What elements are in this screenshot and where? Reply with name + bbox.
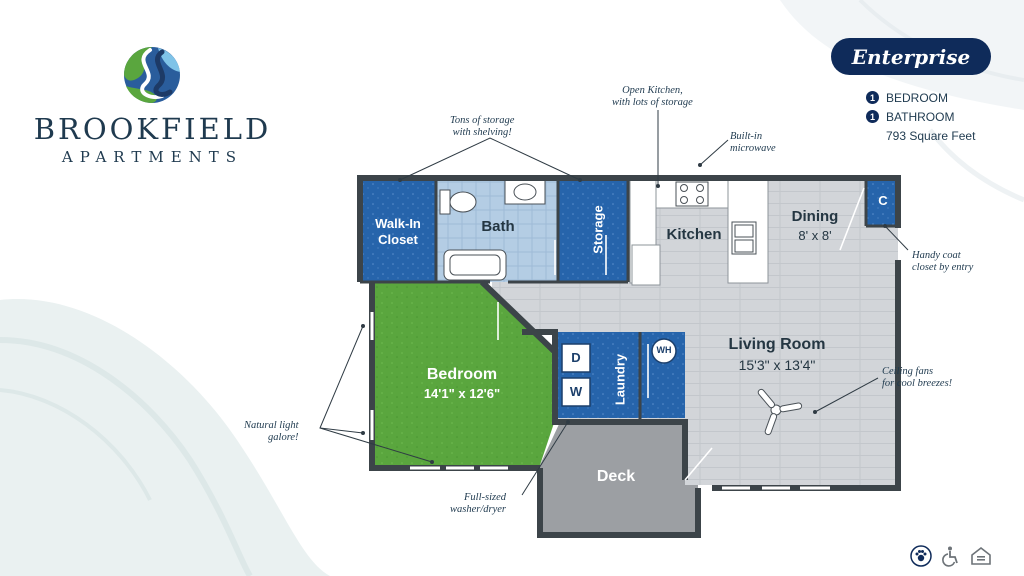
room-walk-in-closet: Walk-In Closet: [362, 216, 434, 248]
room-dining-dim-label: 8' x 8': [798, 228, 832, 243]
room-coat-closet-label: C: [878, 193, 888, 208]
bedroom-label: BEDROOM: [886, 90, 949, 105]
brand-logo: BROOKFIELD APARTMENTS: [20, 112, 285, 166]
room-bedroom-label: Bedroom: [426, 366, 498, 383]
brand-name: BROOKFIELD: [33, 112, 272, 146]
annotation-dots: [361, 163, 887, 464]
annotation-microwave: Built-in microwave: [730, 131, 776, 154]
annotation-open-kitchen: Open Kitchen, with lots of storage: [612, 85, 693, 108]
footer-icons: [910, 545, 992, 567]
room-kitchen-label: Kitchen: [666, 226, 722, 243]
room-living-room-dim-label: 15'3" x 13'4": [738, 357, 816, 373]
brand-subtitle: APARTMENTS: [61, 148, 244, 166]
water-heater-label: WH: [652, 345, 676, 355]
room-bedroom-dim-label: 14'1" x 12'6": [423, 386, 501, 401]
room-living-room: Living Room: [718, 336, 836, 354]
room-bath-label: Bath: [481, 218, 515, 235]
plan-specs: 1 BEDROOM 1 BATHROOM 793 Square Feet: [866, 88, 975, 145]
annotation-storage-shelving: Tons of storage with shelving!: [450, 115, 515, 138]
room-dining: Dining: [780, 208, 850, 225]
room-dining-dimensions: 8' x 8': [780, 228, 850, 243]
washer-letter: W: [569, 384, 583, 399]
annotation-washer-dryer: Full-sized washer/dryer: [450, 492, 506, 515]
water-heater-letters: WH: [656, 345, 672, 355]
dryer-letter: D: [571, 350, 581, 365]
bathroom-spec: 1 BATHROOM: [866, 107, 975, 126]
annotation-leaders: [319, 110, 909, 496]
bathroom-count: 1: [866, 110, 879, 123]
room-deck: Deck: [580, 468, 652, 486]
room-coat-closet: C: [870, 193, 896, 208]
bedroom-count: 1: [866, 91, 879, 104]
bedroom-spec: 1 BEDROOM: [866, 88, 975, 107]
dryer-label: D: [562, 350, 590, 365]
pet-friendly-icon: [910, 545, 932, 567]
floor-plan: [357, 175, 901, 538]
room-bath: Bath: [470, 218, 526, 235]
bathroom-label: BATHROOM: [886, 109, 955, 124]
room-dining-label: Dining: [791, 208, 839, 225]
room-kitchen: Kitchen: [660, 226, 728, 243]
plan-name-badge: Enterprise: [831, 38, 991, 75]
square-feet: 793 Square Feet: [886, 128, 976, 143]
plan-name: Enterprise: [851, 44, 971, 69]
wheelchair-accessible-icon: [942, 546, 958, 567]
room-bedroom: Bedroom: [410, 366, 514, 384]
room-laundry-label: Laundry: [612, 353, 628, 406]
room-walk-in-closet-label: Walk-In Closet: [375, 216, 421, 247]
room-living-room-dimensions: 15'3" x 13'4": [718, 357, 836, 373]
room-storage-label: Storage: [590, 205, 606, 254]
equal-housing-icon: [971, 546, 991, 565]
brookfield-logo-emblem: [124, 47, 180, 104]
room-storage: Storage: [591, 198, 606, 262]
room-bedroom-dimensions: 14'1" x 12'6": [410, 386, 514, 401]
ceiling-fan: [757, 388, 803, 436]
annotation-natural-light: Natural light galore!: [244, 420, 299, 443]
annotation-ceiling-fans: Ceiling fans for cool breezes!: [882, 366, 953, 389]
annotation-coat-closet: Handy coat closet by entry: [912, 250, 974, 273]
washer-label: W: [562, 384, 590, 399]
room-living-room-label: Living Room: [728, 336, 826, 353]
room-deck-label: Deck: [596, 468, 636, 485]
room-laundry: Laundry: [613, 348, 628, 412]
